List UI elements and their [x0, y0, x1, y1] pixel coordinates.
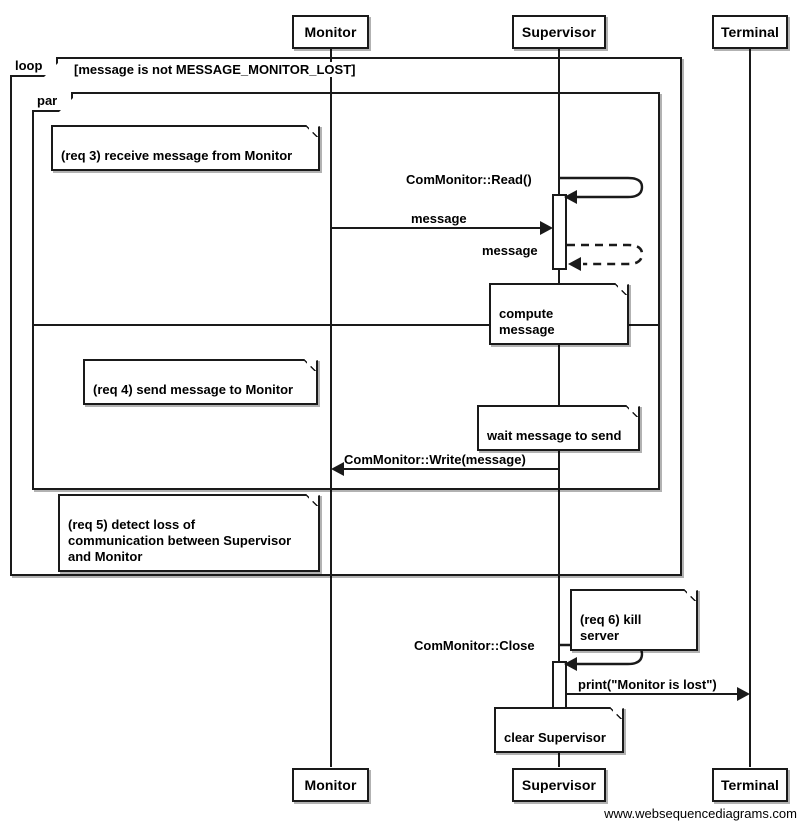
frame-par-label-text: par [37, 93, 58, 108]
arrow-head-read [564, 190, 577, 204]
message-label-read-text: ComMonitor::Read() [406, 172, 532, 187]
participant-supervisor-bottom-label: Supervisor [521, 777, 597, 793]
arrow-head-write [331, 462, 344, 476]
participant-terminal-top-label: Terminal [720, 24, 780, 40]
watermark-link[interactable]: www.websequencediagrams.com [604, 806, 797, 821]
message-label-print: print("Monitor is lost") [578, 677, 717, 692]
message-label-message-in-text: message [411, 211, 467, 226]
participant-terminal-bottom-label: Terminal [720, 777, 780, 793]
activation-supervisor-read [552, 194, 567, 270]
lifeline-monitor [330, 49, 332, 767]
message-label-close: ComMonitor::Close [414, 638, 535, 653]
participant-supervisor-bottom[interactable]: Supervisor [512, 768, 606, 802]
participant-monitor-bottom[interactable]: Monitor [292, 768, 369, 802]
note-wait-message-text: wait message to send [487, 428, 622, 443]
self-call-read [556, 176, 652, 206]
message-label-print-text: print("Monitor is lost") [578, 677, 717, 692]
frame-loop-condition-text: [message is not MESSAGE_MONITOR_LOST] [74, 62, 356, 77]
message-label-write: ComMonitor::Write(message) [344, 452, 526, 467]
arrow-head-print [737, 687, 750, 701]
note-req4-text: (req 4) send message to Monitor [93, 382, 294, 397]
note-req6-text: (req 6) kill server [580, 612, 642, 643]
message-line-message-in [331, 227, 542, 229]
message-line-print [567, 693, 737, 695]
message-label-read: ComMonitor::Read() [406, 172, 532, 187]
note-req3: (req 3) receive message from Monitor [51, 125, 320, 171]
message-label-close-text: ComMonitor::Close [414, 638, 535, 653]
frame-loop [10, 57, 682, 576]
note-clear-supervisor-text: clear Supervisor [504, 730, 606, 745]
participant-terminal-top[interactable]: Terminal [712, 15, 788, 49]
message-label-message-return: message [482, 243, 538, 258]
participant-supervisor-top[interactable]: Supervisor [512, 15, 606, 49]
note-wait-message: wait message to send [477, 405, 640, 451]
arrow-head-close [564, 657, 577, 671]
note-req6: (req 6) kill server [570, 589, 698, 651]
watermark-text: www.websequencediagrams.com [604, 806, 797, 821]
frame-par [32, 92, 660, 490]
note-req4: (req 4) send message to Monitor [83, 359, 318, 405]
message-line-write [344, 468, 559, 470]
note-req3-text: (req 3) receive message from Monitor [61, 148, 293, 163]
note-compute-message: compute message [489, 283, 629, 345]
arrow-head-message-in [540, 221, 553, 235]
participant-terminal-bottom[interactable]: Terminal [712, 768, 788, 802]
participant-monitor-top-label: Monitor [304, 24, 357, 40]
message-label-message-return-text: message [482, 243, 538, 258]
message-label-write-text: ComMonitor::Write(message) [344, 452, 526, 467]
message-label-message-in: message [411, 211, 467, 226]
note-clear-supervisor: clear Supervisor [494, 707, 624, 753]
frame-par-divider [32, 324, 660, 326]
participant-monitor-top[interactable]: Monitor [292, 15, 369, 49]
frame-loop-label: loop [10, 57, 59, 77]
note-compute-message-text: compute message [499, 306, 555, 337]
note-req5: (req 5) detect loss of communication bet… [58, 494, 320, 572]
frame-loop-label-text: loop [15, 58, 43, 73]
note-req5-text: (req 5) detect loss of communication bet… [68, 517, 292, 564]
frame-par-label: par [32, 92, 74, 112]
lifeline-terminal [749, 49, 751, 767]
arrow-head-message-return [568, 257, 581, 271]
participant-supervisor-top-label: Supervisor [521, 24, 597, 40]
frame-loop-condition: [message is not MESSAGE_MONITOR_LOST] [72, 62, 358, 77]
participant-monitor-bottom-label: Monitor [304, 777, 357, 793]
